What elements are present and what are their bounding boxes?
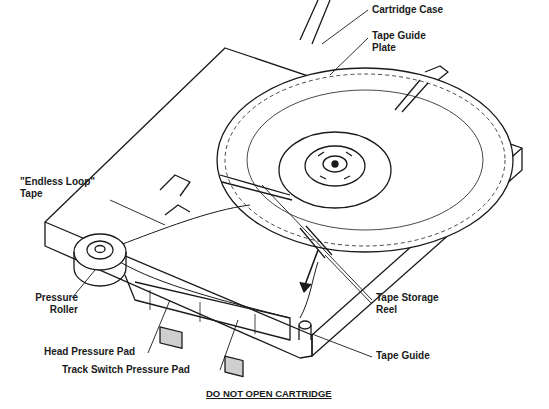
warning-note: DO NOT OPEN CARTRIDGE xyxy=(206,388,332,400)
leader-lines xyxy=(72,10,372,370)
part-label: Cartridge Case xyxy=(372,4,492,16)
part-label: "Endless Loop" Tape xyxy=(20,176,112,200)
part-label: Track Switch Pressure Pad xyxy=(62,364,222,376)
part-label: Tape Guide Plate xyxy=(372,30,432,54)
part-label: Pressure Roller xyxy=(18,292,78,316)
part-label: Tape Guide xyxy=(376,350,466,362)
part-label: Head Pressure Pad xyxy=(44,346,174,358)
part-label: Tape Storage Reel xyxy=(376,292,446,316)
